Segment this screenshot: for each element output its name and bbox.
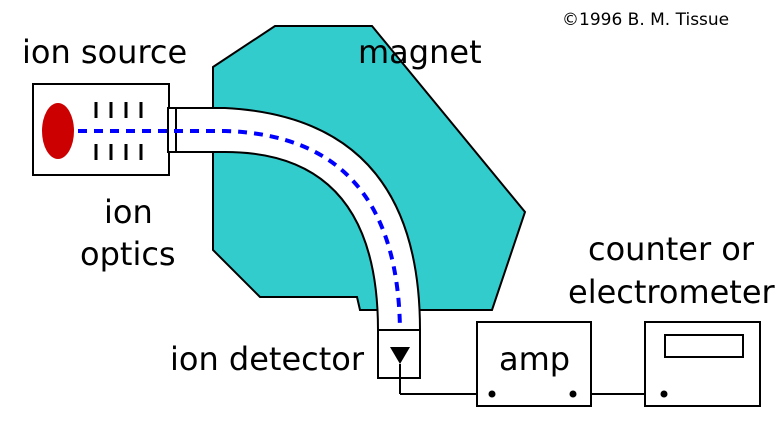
counter-label-line2: electrometer <box>568 273 775 311</box>
copyright-text: ©1996 B. M. Tissue <box>562 10 730 30</box>
ion-optics-label-line1: ion <box>104 193 153 231</box>
ion-optics-plates <box>94 102 143 160</box>
ion-detector-label: ion detector <box>170 340 365 378</box>
magnet-label: magnet <box>358 33 482 71</box>
counter-label-line1: counter or <box>588 230 755 268</box>
ion-source-label: ion source <box>22 33 188 71</box>
triangle-down-icon <box>390 347 410 364</box>
ion-beam <box>78 129 402 336</box>
ion-source-blob <box>42 103 74 159</box>
ion-optics-label-line2: optics <box>80 235 176 273</box>
amp-label: amp <box>499 340 571 378</box>
counter-display <box>664 334 744 358</box>
